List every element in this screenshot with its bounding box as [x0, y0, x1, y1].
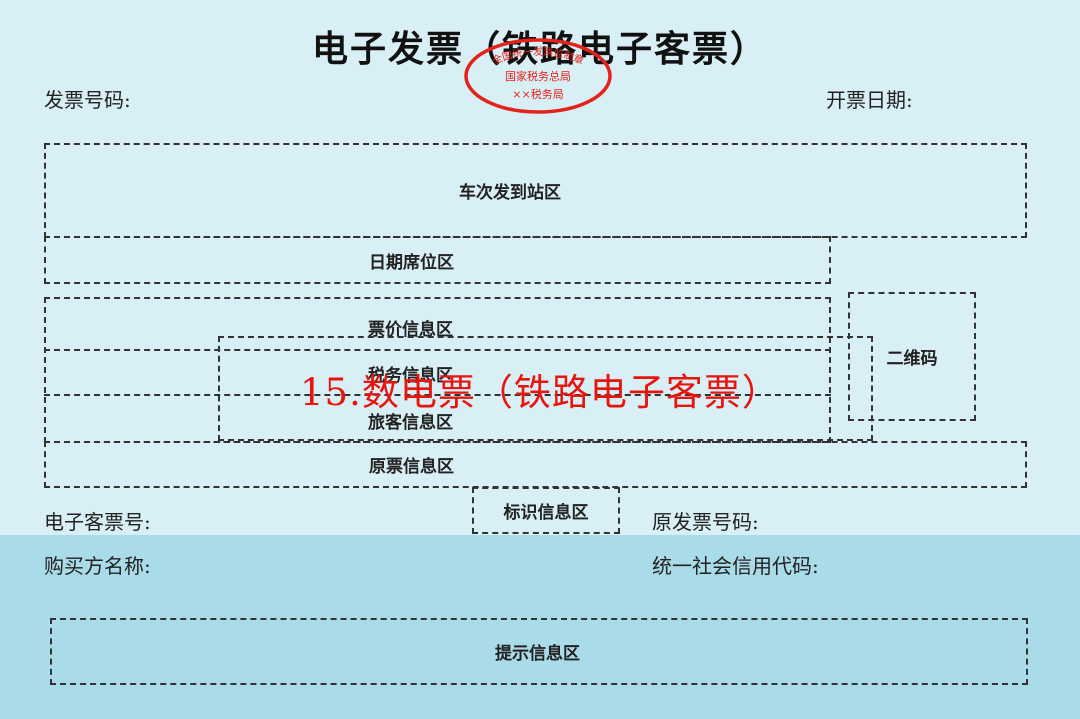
qr-code-zone: 二维码 [848, 292, 976, 421]
overlay-caption: 15.数电票（铁路电子客票） [300, 371, 780, 414]
row-divider [44, 349, 831, 351]
qr-code-zone-label: 二维码 [886, 349, 938, 369]
invoice-title: 电子发票（铁路电子客票） [311, 29, 768, 70]
issue-date-label: 开票日期: [826, 88, 913, 112]
original-invoice-number-label: 原发票号码: [652, 510, 759, 534]
notice-zone-label: 提示信息区 [495, 644, 580, 664]
seal-line-1: 全国统一发票监制章 [490, 45, 586, 67]
seal-line-2: 国家税务总局 [505, 69, 571, 83]
overlay-box-left [218, 336, 220, 441]
row-divider [44, 394, 831, 396]
credit-code-label: 统一社会信用代码: [652, 554, 819, 578]
original-ticket-zone: 原票信息区 [44, 441, 1027, 488]
buyer-name-label: 购买方名称: [44, 554, 151, 578]
original-ticket-zone-label: 原票信息区 [369, 457, 454, 477]
e-ticket-number-label: 电子客票号: [44, 510, 151, 534]
overlay-box-right [871, 336, 873, 441]
price-info-zone-label: 票价信息区 [368, 320, 453, 340]
seal-line-3: ××税务局 [512, 87, 563, 101]
notice-zone: 提示信息区 [50, 618, 1028, 685]
official-seal-icon: 全国统一发票监制章 国家税务总局 ××税务局 [464, 38, 612, 114]
overlay-box-top [218, 336, 873, 338]
buyer-section-background [0, 535, 1080, 719]
passenger-info-zone-label: 旅客信息区 [368, 413, 453, 433]
identifier-zone-label: 标识信息区 [503, 503, 589, 523]
identifier-zone: 标识信息区 [472, 487, 620, 534]
invoice-number-label: 发票号码: [44, 88, 131, 112]
train-station-zone-label: 车次发到站区 [459, 183, 561, 203]
train-station-zone: 车次发到站区 [44, 143, 1027, 238]
date-seat-zone-label: 日期席位区 [369, 252, 454, 273]
tax-info-zone-label: 税务信息区 [368, 366, 453, 386]
svg-text:全国统一发票监制章: 全国统一发票监制章 [490, 45, 586, 67]
overlay-box-bottom [218, 439, 873, 441]
date-seat-zone: 日期席位区 [44, 236, 831, 284]
